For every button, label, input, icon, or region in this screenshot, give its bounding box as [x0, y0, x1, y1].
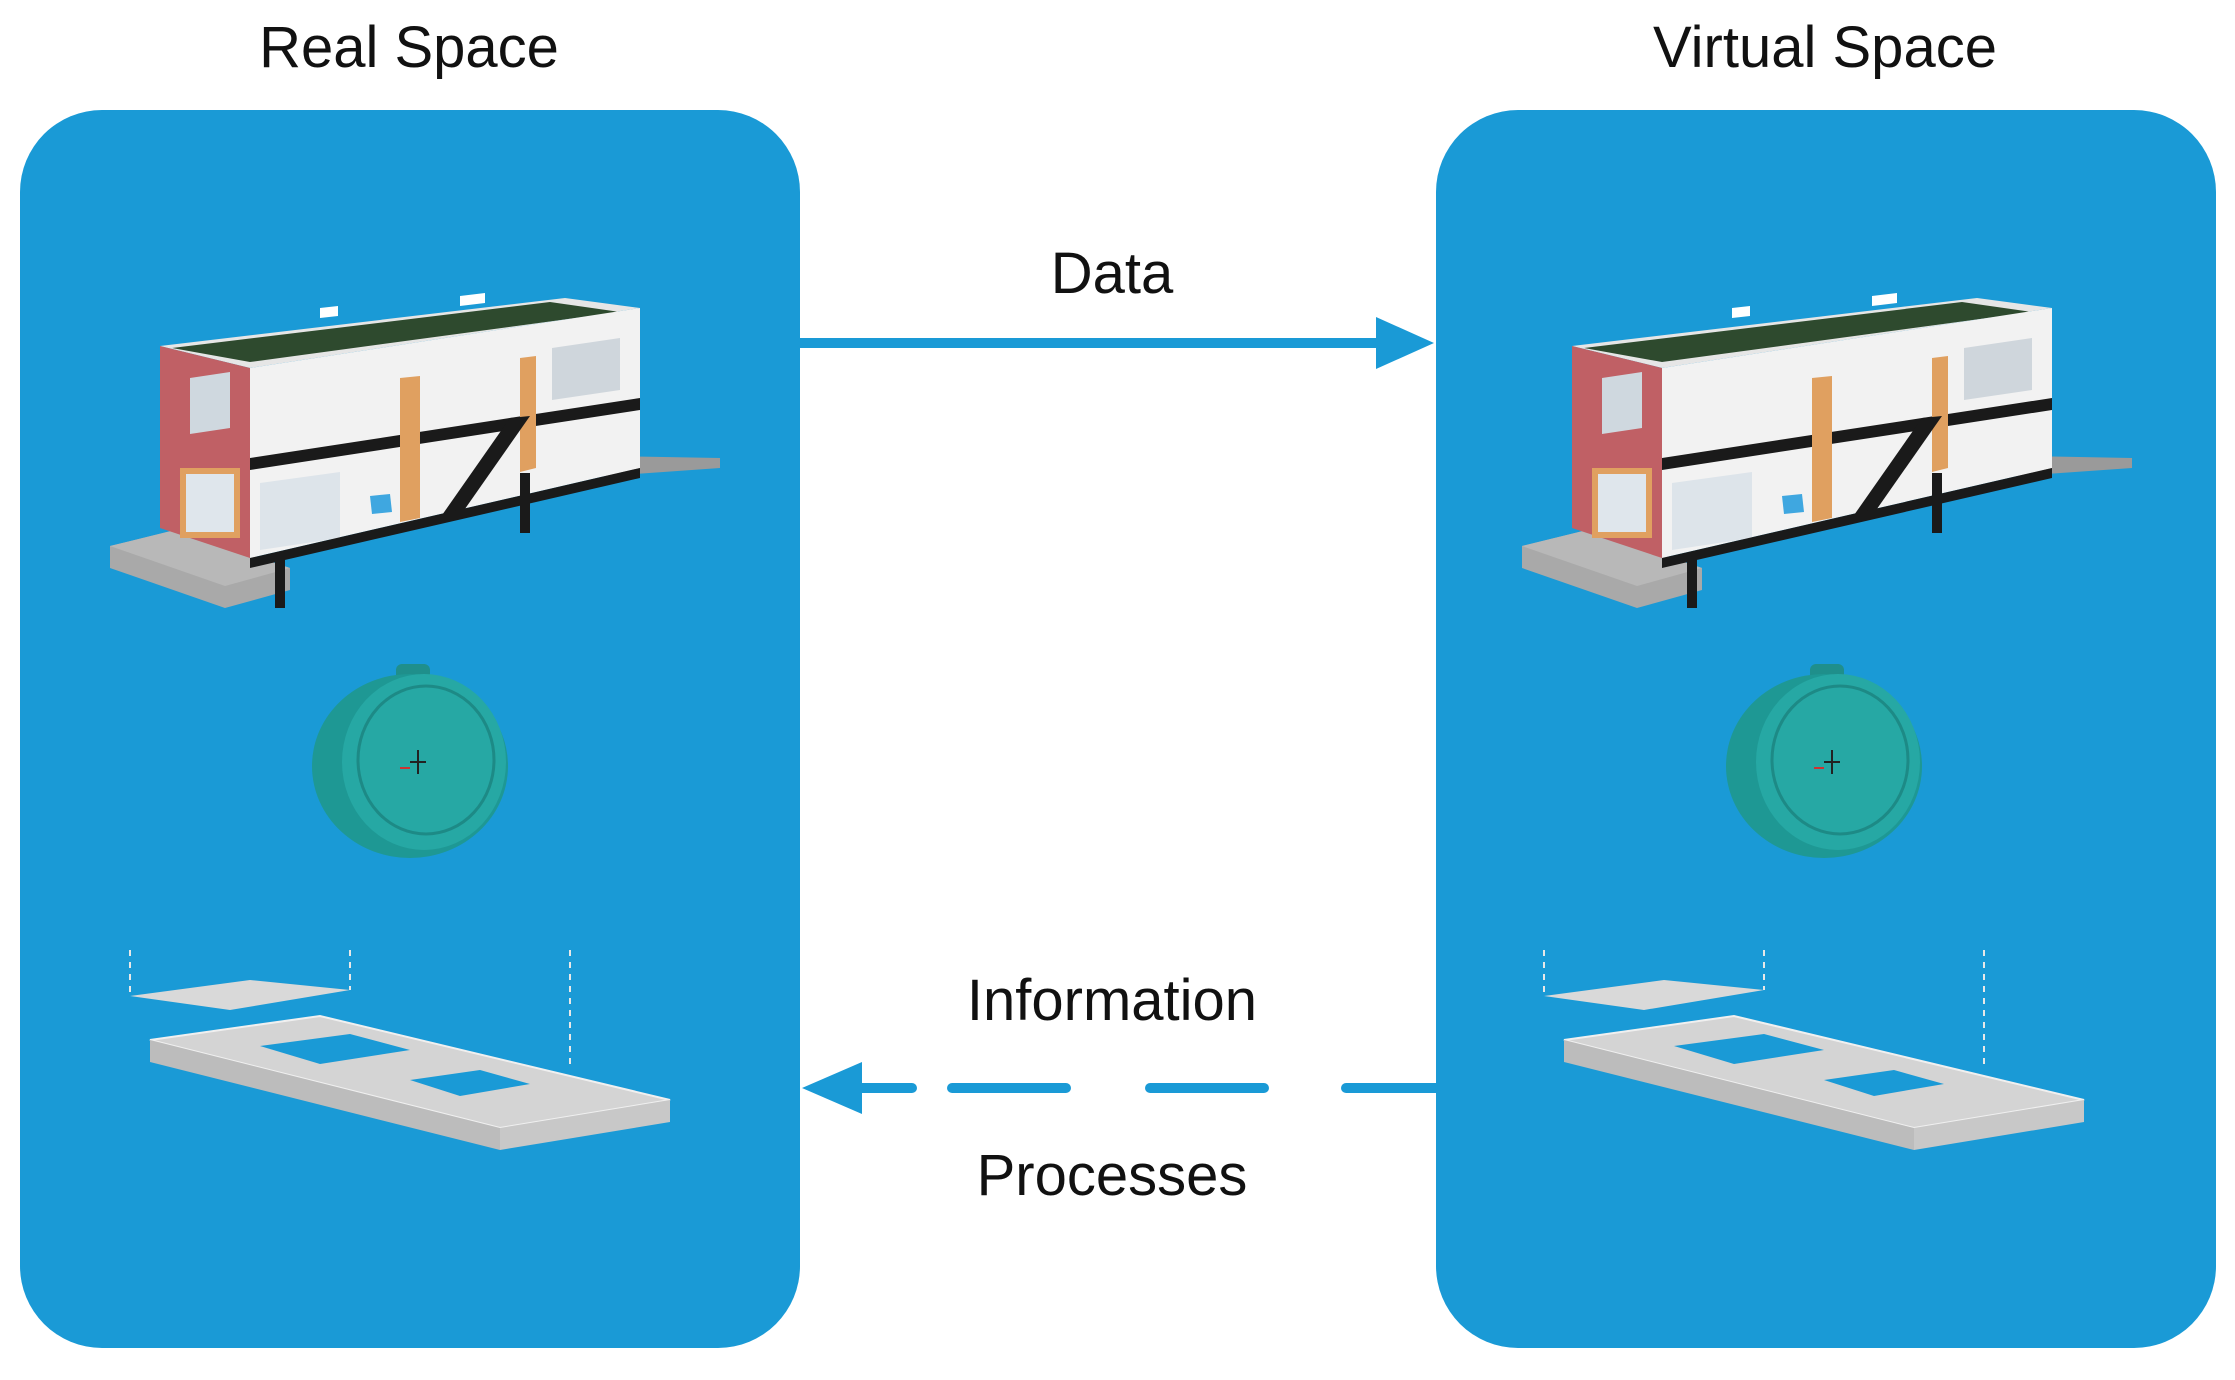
data-arrow	[800, 317, 1434, 369]
processes-label: Processes	[976, 1143, 1248, 1208]
virtual-house-model	[1522, 293, 2132, 608]
real-sensor-device	[312, 664, 508, 858]
virtual-foundation-model	[1543, 950, 2085, 1150]
information-label: Information	[966, 968, 1258, 1033]
virtual-space-heading: Virtual Space	[1653, 15, 1997, 80]
real-house-model	[110, 293, 720, 608]
data-label: Data	[1050, 241, 1174, 306]
real-space-heading: Real Space	[259, 15, 559, 80]
real-foundation-model	[129, 950, 671, 1150]
information-arrow	[802, 1062, 1441, 1114]
virtual-sensor-device	[1726, 664, 1922, 858]
